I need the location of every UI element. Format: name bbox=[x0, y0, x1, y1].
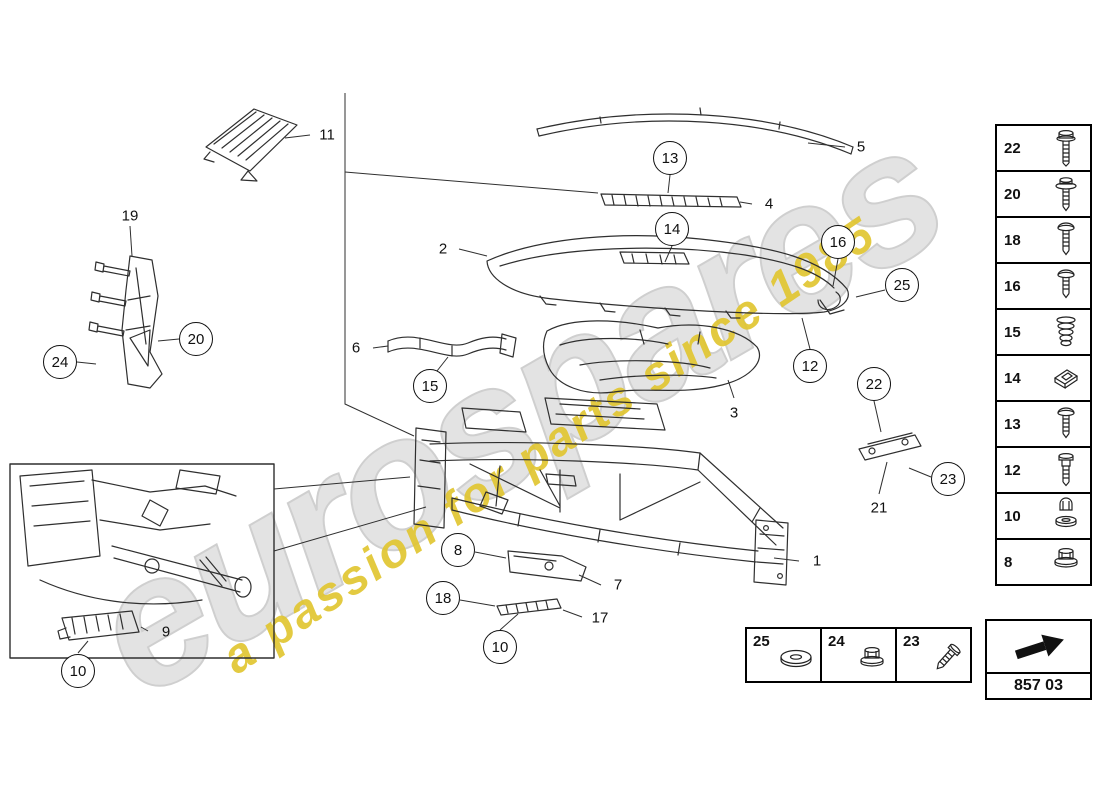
sidebar-item-20[interactable]: 20 bbox=[995, 170, 1092, 218]
callout-3[interactable]: 3 bbox=[729, 404, 739, 422]
callout-5[interactable]: 5 bbox=[856, 138, 866, 156]
sidebar-item-number: 16 bbox=[1004, 277, 1021, 295]
part-crossmember-frame bbox=[413, 397, 789, 586]
callout-16[interactable]: 16 bbox=[821, 225, 855, 259]
part-speaker-grille bbox=[600, 193, 742, 208]
hex-flange-bolt-icon bbox=[1049, 128, 1083, 168]
bottom-item-number: 25 bbox=[753, 633, 770, 650]
part-small-bracket bbox=[57, 610, 140, 641]
bottom-item-23[interactable]: 23 bbox=[895, 627, 972, 683]
bottom-item-24[interactable]: 24 bbox=[820, 627, 897, 683]
sidebar-item-number: 15 bbox=[1004, 323, 1021, 341]
part-group-code-box[interactable]: 857 03 bbox=[985, 619, 1092, 700]
callout-15[interactable]: 15 bbox=[413, 369, 447, 403]
retaining-clip-icon bbox=[1049, 358, 1083, 398]
callout-20[interactable]: 20 bbox=[179, 322, 213, 356]
nut-with-washer-icon bbox=[1049, 496, 1083, 536]
part-dashboard-panel bbox=[486, 235, 849, 319]
callout-11[interactable]: 11 bbox=[319, 126, 335, 144]
callout-18[interactable]: 18 bbox=[426, 581, 460, 615]
fastener-bottom-strip: 25 24 23 bbox=[745, 627, 972, 683]
part-windscreen-trim bbox=[536, 107, 854, 155]
flange-nut-icon bbox=[847, 641, 891, 682]
screw-with-washer-icon bbox=[1049, 174, 1083, 214]
callout-12[interactable]: 12 bbox=[793, 349, 827, 383]
sidebar-item-number: 18 bbox=[1004, 231, 1021, 249]
part-side-bracket bbox=[858, 432, 922, 461]
callout-19[interactable]: 19 bbox=[121, 207, 139, 225]
sidebar-item-number: 8 bbox=[1004, 553, 1013, 571]
callout-2[interactable]: 2 bbox=[438, 240, 448, 258]
bottom-item-number: 24 bbox=[828, 633, 845, 650]
sidebar-item-number: 12 bbox=[1004, 461, 1021, 479]
tapping-screw-icon bbox=[922, 641, 966, 686]
sidebar-item-14[interactable]: 14 bbox=[995, 354, 1092, 402]
flange-nut-icon bbox=[1049, 542, 1083, 582]
direction-arrow-icon bbox=[987, 621, 1090, 672]
part-group-code: 857 03 bbox=[987, 672, 1090, 698]
callout-22[interactable]: 22 bbox=[857, 367, 891, 401]
sidebar-item-18[interactable]: 18 bbox=[995, 216, 1092, 264]
sidebar-item-number: 10 bbox=[1004, 507, 1021, 525]
sidebar-item-16[interactable]: 16 bbox=[995, 262, 1092, 310]
callout-17[interactable]: 17 bbox=[591, 609, 609, 627]
sidebar-item-22[interactable]: 22 bbox=[995, 124, 1092, 172]
sidebar-item-number: 20 bbox=[1004, 185, 1021, 203]
coil-spring-icon bbox=[1049, 312, 1083, 352]
pan-head-screw-icon bbox=[1049, 220, 1083, 260]
leader-lines bbox=[76, 93, 932, 654]
callout-24[interactable]: 24 bbox=[43, 345, 77, 379]
part-mounting-bracket bbox=[88, 255, 163, 389]
sidebar-item-number: 22 bbox=[1004, 139, 1021, 157]
bottom-item-number: 23 bbox=[903, 633, 920, 650]
sidebar-item-12[interactable]: 12 bbox=[995, 446, 1092, 494]
fastener-sidebar: 22 20 bbox=[995, 124, 1092, 586]
callout-10[interactable]: 10 bbox=[483, 630, 517, 664]
callout-1[interactable]: 1 bbox=[812, 552, 822, 570]
sidebar-item-15[interactable]: 15 bbox=[995, 308, 1092, 356]
sidebar-item-13[interactable]: 13 bbox=[995, 400, 1092, 448]
callout-8[interactable]: 8 bbox=[441, 533, 475, 567]
callout-10[interactable]: 10 bbox=[61, 654, 95, 688]
callout-4[interactable]: 4 bbox=[764, 195, 774, 213]
part-insulation-panel bbox=[542, 320, 761, 394]
callout-23[interactable]: 23 bbox=[931, 462, 965, 496]
callout-7[interactable]: 7 bbox=[613, 576, 623, 594]
callout-9[interactable]: 9 bbox=[161, 623, 171, 641]
callout-6[interactable]: 6 bbox=[351, 339, 361, 357]
bottom-item-25[interactable]: 25 bbox=[745, 627, 822, 683]
sidebar-item-10[interactable]: 10 bbox=[995, 492, 1092, 540]
subview-cowl-assembly bbox=[9, 463, 275, 659]
washer-icon bbox=[772, 641, 816, 682]
callout-13[interactable]: 13 bbox=[653, 141, 687, 175]
part-defroster-grille bbox=[203, 108, 298, 182]
sidebar-item-8[interactable]: 8 bbox=[995, 538, 1092, 586]
sidebar-item-number: 14 bbox=[1004, 369, 1021, 387]
pan-head-screw-icon bbox=[1049, 404, 1083, 444]
part-lower-strip bbox=[496, 598, 562, 616]
part-support-bracket bbox=[507, 550, 587, 582]
callout-14[interactable]: 14 bbox=[655, 212, 689, 246]
sidebar-item-number: 13 bbox=[1004, 415, 1021, 433]
callout-25[interactable]: 25 bbox=[885, 268, 919, 302]
callout-21[interactable]: 21 bbox=[870, 499, 888, 517]
pan-head-screw-icon bbox=[1049, 266, 1083, 306]
shoulder-screw-icon bbox=[1049, 450, 1083, 490]
